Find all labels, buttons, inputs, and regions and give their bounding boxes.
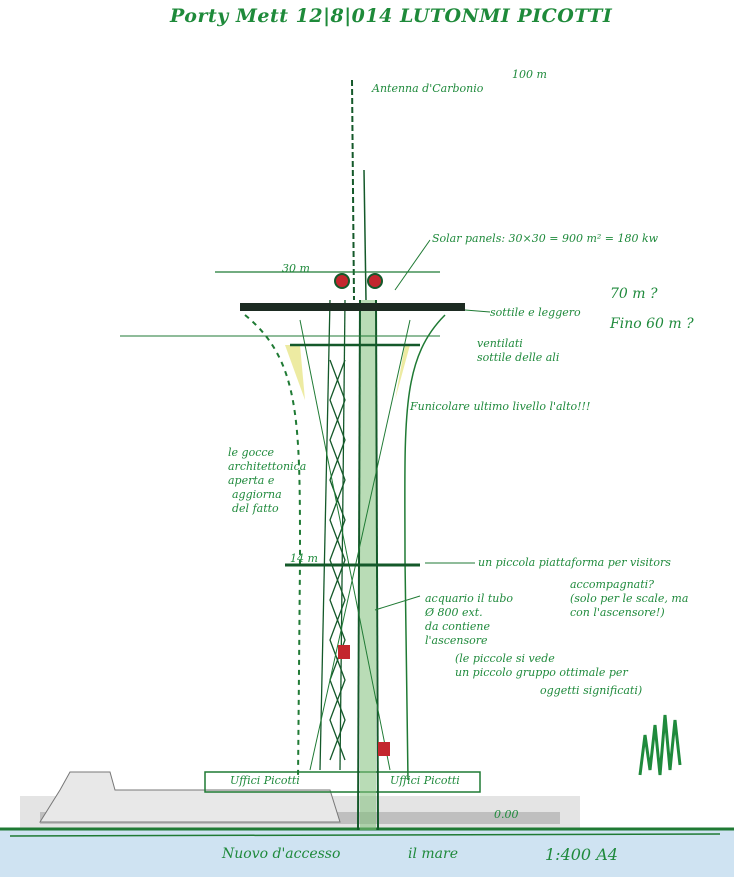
deck-level-alt-label: Fino 60 m ? [610,316,694,332]
ground-left-label: Nuovo d'accesso [222,846,341,862]
deck-note-label: sottile e leggero [490,306,581,319]
red-light-2 [367,273,383,289]
tube-note-7: oggetti significati) [540,684,643,697]
tube-note-3: da contiene [425,620,491,633]
side-note-2: architettonica [228,460,307,473]
solar-panels-label: Solar panels: 30×30 = 900 m² = 180 kw [432,232,659,245]
ground-line-2 [9,833,721,837]
scale-label: 1:400 A4 [545,845,618,864]
canopy-glow-left [285,345,305,400]
sea-band [0,830,734,877]
side-note-3: aperta e [228,474,275,487]
tower-profile-right [404,314,446,781]
pointer-solar [394,239,431,291]
canopy-glow-right [395,345,410,400]
antenna-label: Antenna d'Carbonio [372,82,484,95]
height-top-label: 100 m [512,68,547,81]
funicular-label: Funicolare ultimo livello l'alto!!! [410,400,591,413]
guy-line-l [299,319,391,771]
deck-width-label: 30 m [282,262,310,275]
platform-note-label: un piccola piattaforma per visitors [478,556,671,569]
signature-scribble [638,714,682,776]
red-light-1 [334,273,350,289]
antenna-mast-2 [363,169,367,301]
access-note-3: con l'ascensore!) [570,606,665,619]
top-deck [240,303,465,311]
antenna-mast [351,79,355,301]
sketch-title: Porty Mett 12|8|014 LUTONMI PICOTTI [170,5,613,27]
ground-right-label: il mare [408,846,459,862]
tube-note-2: Ø 800 ext. [425,606,483,619]
pointer-tube [374,595,421,611]
side-note-5: del fatto [232,502,279,515]
base-left-label: Uffici Picotti [230,774,300,787]
side-note-1: le gocce [228,446,275,459]
deck-level-label: 70 m ? [610,286,658,302]
tube-note-6: un piccolo gruppo ottimale per [455,666,628,679]
tube-note-5: (le piccole si vede [455,652,555,665]
canopy-label-1: ventilati [477,337,523,350]
base-building [204,771,481,793]
platform-level-label: 14 m [290,552,318,565]
access-note-1: accompagnati? [570,578,655,591]
guy-line-r [309,319,411,771]
side-note-4: aggiorna [232,488,282,501]
tube-note-4: l'ascensore [425,634,488,647]
lattice-truss [319,299,346,771]
ship-outline [39,771,341,823]
ground-level-label: 0.00 [494,808,519,821]
access-note-2: (solo per le scale, ma [570,592,689,605]
pointer-deck [464,309,491,313]
tower-profile-left [244,314,302,781]
elevator-cab-2 [378,742,390,756]
base-right-label: Uffici Picotti [390,774,460,787]
tube-note-1: acquario il tubo [425,592,513,605]
canopy-label-2: sottile delle ali [477,351,560,364]
elevator-cab-1 [338,645,350,659]
